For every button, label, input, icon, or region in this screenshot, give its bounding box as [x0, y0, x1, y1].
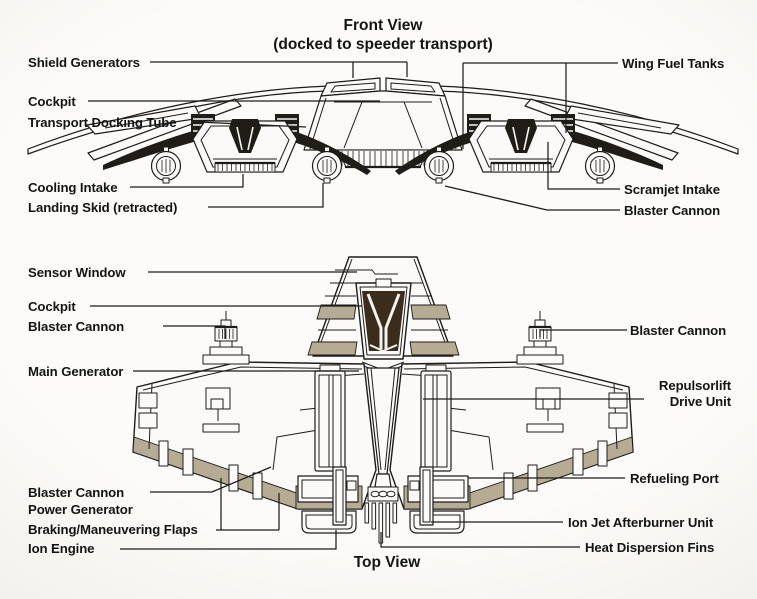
label-main-generator: Main Generator [28, 364, 123, 379]
label-ion-engine: Ion Engine [28, 541, 94, 556]
label-cockpit-top: Cockpit [28, 299, 76, 314]
label-repulsorlift-2: Drive Unit [670, 394, 732, 409]
label-repulsorlift-1: Repulsorlift [659, 378, 732, 393]
label-heat-dispersion-fins: Heat Dispersion Fins [585, 540, 714, 555]
label-blaster-cannon-left: Blaster Cannon [28, 319, 124, 334]
label-transport-docking-tube: Transport Docking Tube [28, 115, 177, 130]
front-view-illustration [27, 77, 739, 185]
front-view-title: Front View [344, 17, 424, 34]
label-scramjet-intake: Scramjet Intake [624, 182, 720, 197]
top-view-illustration [131, 256, 635, 544]
label-wing-fuel-tanks: Wing Fuel Tanks [622, 56, 724, 71]
top-view-labels: Sensor Window Cockpit Blaster Cannon Mai… [28, 265, 732, 571]
leader-lines [88, 61, 644, 550]
label-cockpit-front: Cockpit [28, 94, 76, 109]
transport-body [303, 90, 463, 151]
label-blaster-cannon-right: Blaster Cannon [630, 323, 726, 338]
sensor-window [410, 304, 451, 320]
sensor-window [316, 304, 357, 320]
speeder-transport [303, 77, 463, 169]
front-view-subtitle: (docked to speeder transport) [273, 36, 493, 53]
top-view-title: Top View [354, 554, 422, 571]
label-shield-generators: Shield Generators [28, 55, 140, 70]
heat-dispersion-fins [364, 486, 399, 544]
label-landing-skid: Landing Skid (retracted) [28, 200, 177, 215]
label-cooling-intake: Cooling Intake [28, 180, 117, 195]
label-braking-flaps: Braking/Maneuvering Flaps [28, 522, 198, 537]
label-refueling-port: Refueling Port [630, 471, 719, 486]
front-view-labels: Front View (docked to speeder transport)… [28, 17, 724, 218]
label-sensor-window: Sensor Window [28, 265, 126, 280]
label-blaster-cannon-front: Blaster Cannon [624, 203, 720, 218]
top-view-fuselage [307, 256, 460, 544]
cockpit-canopy [355, 278, 412, 360]
label-power-generator-1: Blaster Cannon [28, 485, 124, 500]
label-power-generator-2: Power Generator [28, 502, 133, 517]
label-ion-jet-afterburner: Ion Jet Afterburner Unit [568, 515, 714, 530]
